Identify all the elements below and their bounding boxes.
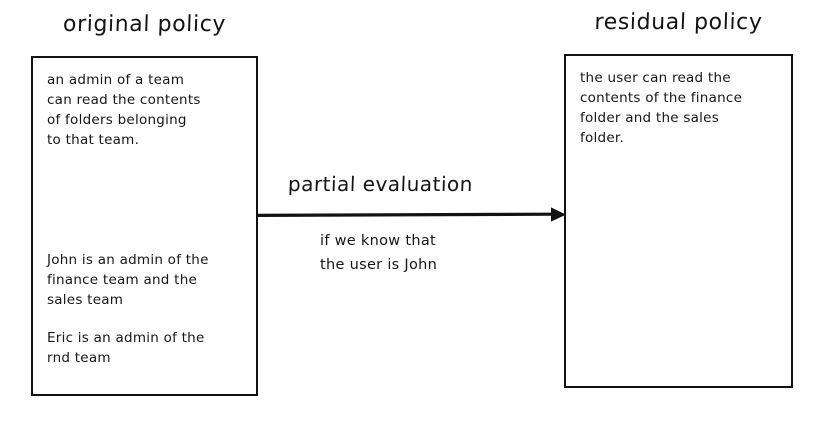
original-policy-title: original policy bbox=[62, 12, 227, 37]
original-policy-fact-eric: Eric is an admin of the rnd team bbox=[47, 330, 205, 366]
original-policy-rule-text: an admin of a team can read the contents… bbox=[47, 72, 201, 148]
arrow-head-icon bbox=[551, 207, 566, 222]
original-policy-fact-john: John is an admin of the finance team and… bbox=[47, 252, 209, 308]
original-policy-body: an admin of a team can read the contents… bbox=[47, 70, 248, 368]
partial-evaluation-label: partial evaluation bbox=[287, 172, 474, 196]
policy-section-spacer bbox=[47, 150, 248, 250]
partial-evaluation-arrow bbox=[255, 200, 570, 230]
original-policy-box: an admin of a team can read the contents… bbox=[31, 56, 258, 396]
arrow-shaft-icon bbox=[256, 212, 553, 217]
partial-evaluation-condition-label: if we know that the user is John bbox=[320, 233, 438, 273]
residual-policy-body: the user can read the contents of the fi… bbox=[580, 68, 783, 148]
residual-policy-box: the user can read the contents of the fi… bbox=[564, 54, 793, 388]
residual-policy-rule-text: the user can read the contents of the fi… bbox=[580, 70, 743, 146]
residual-policy-title: residual policy bbox=[594, 10, 763, 35]
